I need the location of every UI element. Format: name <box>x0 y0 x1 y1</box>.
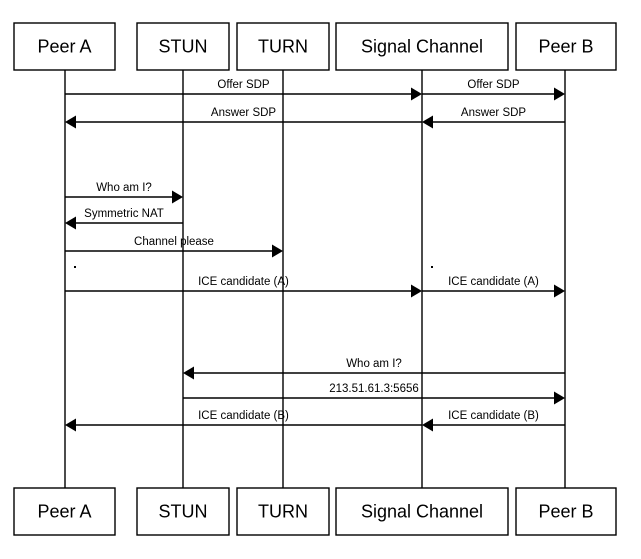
actor-box-peer-a-top[interactable]: Peer A <box>13 22 116 71</box>
message-arrowhead <box>411 87 422 101</box>
message-label-answer-sdp-b-to-signal: Answer SDP <box>461 107 527 119</box>
actor-box-frame <box>136 487 230 536</box>
actor-label-signal-channel: Signal Channel <box>361 36 483 56</box>
actor-boxes-bottom: Peer A STUN TURN Signal Channel Peer B <box>13 487 617 536</box>
actor-box-turn-bottom[interactable]: TURN <box>236 487 330 536</box>
message-ice-a-a-to-signal[interactable]: ICE candidate (A) <box>65 276 422 298</box>
message-arrowhead <box>554 391 565 405</box>
message-arrowhead <box>411 284 422 298</box>
message-address-stun-to-b[interactable]: 213.51.61.3:5656 <box>183 383 565 405</box>
actor-box-signal-channel-bottom[interactable]: Signal Channel <box>335 487 509 536</box>
actor-box-turn-top[interactable]: TURN <box>236 22 330 71</box>
message-channel-please-a-to-turn[interactable]: Channel please <box>65 236 283 258</box>
message-answer-sdp-b-to-signal[interactable]: Answer SDP <box>422 107 565 129</box>
actor-box-frame <box>13 487 116 536</box>
lifelines-group <box>64 70 566 488</box>
actor-box-frame <box>335 22 509 71</box>
message-label-ice-a-a-to-signal: ICE candidate (A) <box>198 276 289 288</box>
message-arrowhead <box>172 190 183 204</box>
actor-box-frame <box>236 22 330 71</box>
message-arrowhead <box>65 418 76 432</box>
message-arrowhead <box>272 244 283 258</box>
actor-box-peer-b-top[interactable]: Peer B <box>515 22 617 71</box>
actor-label-turn: TURN <box>258 501 308 521</box>
message-arrowhead <box>422 418 433 432</box>
message-answer-sdp-signal-to-a[interactable]: Answer SDP <box>65 107 422 129</box>
message-label-ice-a-signal-to-b: ICE candidate (A) <box>448 276 539 288</box>
message-label-ice-b-b-to-signal: ICE candidate (B) <box>448 410 539 422</box>
message-ice-a-signal-to-b[interactable]: ICE candidate (A) <box>422 276 565 298</box>
message-arrowhead <box>554 284 565 298</box>
message-label-symmetric-nat-stun-to-a: Symmetric NAT <box>84 208 164 220</box>
message-ice-b-b-to-signal[interactable]: ICE candidate (B) <box>422 410 565 432</box>
message-arrowhead <box>65 216 76 230</box>
actor-box-stun-bottom[interactable]: STUN <box>136 487 230 536</box>
actor-box-peer-a-bottom[interactable]: Peer A <box>13 487 116 536</box>
message-offer-sdp-signal-to-b[interactable]: Offer SDP <box>422 79 565 101</box>
actor-label-peer-a: Peer A <box>37 36 91 56</box>
message-label-ice-b-signal-to-a: ICE candidate (B) <box>198 410 289 422</box>
messages-group: Offer SDP Offer SDP Answer SDP Answer SDP Wh… <box>65 79 565 432</box>
dot-peer-a <box>74 266 76 268</box>
actor-box-frame <box>515 22 617 71</box>
actor-box-frame <box>136 22 230 71</box>
actor-label-stun: STUN <box>159 36 208 56</box>
dot-marks-group <box>74 266 433 268</box>
message-offer-sdp-a-to-signal[interactable]: Offer SDP <box>65 79 422 101</box>
dot-signal-channel <box>431 266 433 268</box>
message-label-offer-sdp-a-to-signal: Offer SDP <box>217 79 270 91</box>
message-label-answer-sdp-signal-to-a: Answer SDP <box>211 107 277 119</box>
message-label-who-am-i-b-to-stun: Who am I? <box>346 358 402 370</box>
message-who-am-i-b-to-stun[interactable]: Who am I? <box>183 358 565 380</box>
message-label-channel-please-a-to-turn: Channel please <box>134 236 214 248</box>
actor-label-turn: TURN <box>258 36 308 56</box>
message-arrowhead <box>65 115 76 129</box>
message-ice-b-signal-to-a[interactable]: ICE candidate (B) <box>65 410 422 432</box>
actor-box-peer-b-bottom[interactable]: Peer B <box>515 487 617 536</box>
message-arrowhead <box>183 366 194 380</box>
actor-boxes-top: Peer A STUN TURN Signal Channel Peer B <box>13 22 617 71</box>
message-symmetric-nat-stun-to-a[interactable]: Symmetric NAT <box>65 208 183 230</box>
actor-box-frame <box>335 487 509 536</box>
actor-box-frame <box>515 487 617 536</box>
message-label-who-am-i-a-to-stun: Who am I? <box>96 182 152 194</box>
message-arrowhead <box>554 87 565 101</box>
actor-label-signal-channel: Signal Channel <box>361 501 483 521</box>
actor-box-signal-channel-top[interactable]: Signal Channel <box>335 22 509 71</box>
message-label-address-stun-to-b: 213.51.61.3:5656 <box>329 383 419 395</box>
actor-box-frame <box>13 22 116 71</box>
message-label-offer-sdp-signal-to-b: Offer SDP <box>467 79 520 91</box>
actor-label-peer-a: Peer A <box>37 501 91 521</box>
actor-label-peer-b: Peer B <box>538 501 593 521</box>
actor-label-peer-b: Peer B <box>538 36 593 56</box>
actor-label-stun: STUN <box>159 501 208 521</box>
actor-box-stun-top[interactable]: STUN <box>136 22 230 71</box>
message-who-am-i-a-to-stun[interactable]: Who am I? <box>65 182 183 204</box>
actor-box-frame <box>236 487 330 536</box>
message-arrowhead <box>422 115 433 129</box>
